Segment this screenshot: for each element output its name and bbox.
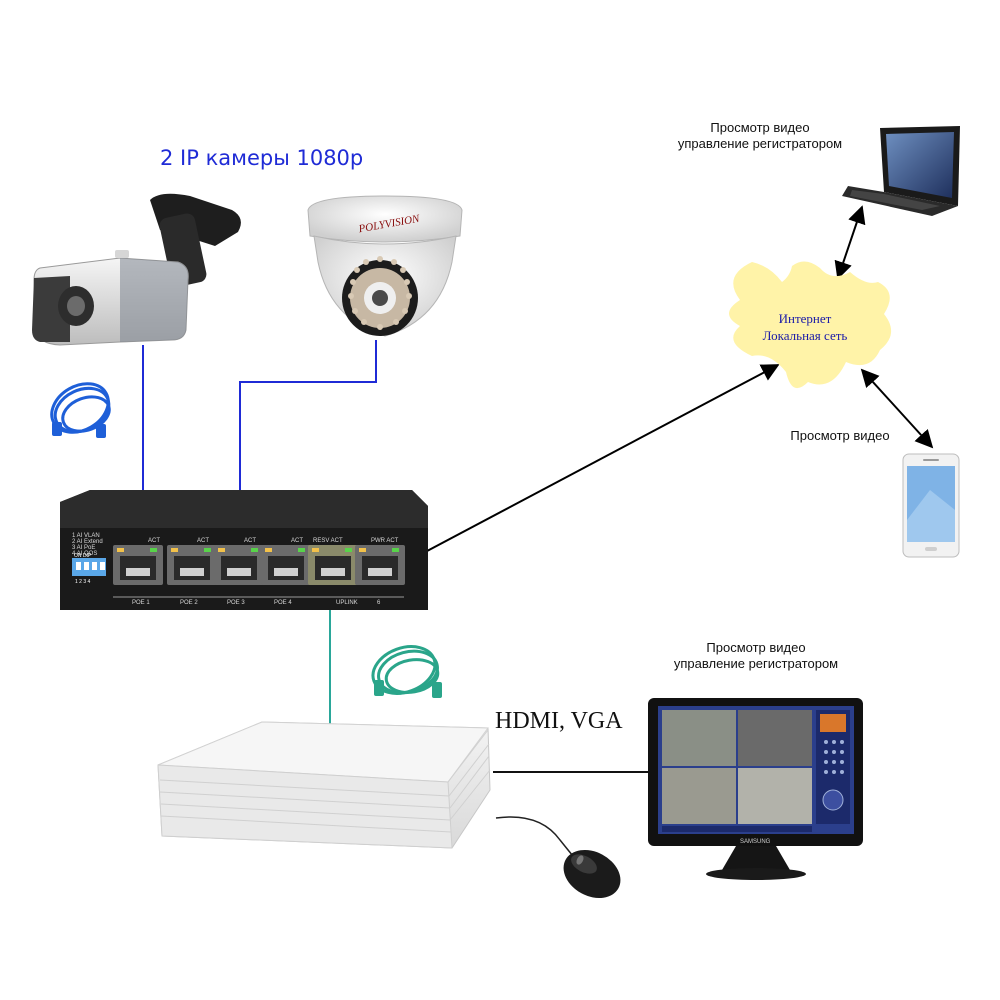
poe-switch-icon xyxy=(60,490,428,610)
port-bottom-label-5: UPLINK xyxy=(336,600,358,606)
patch-cable-icon-blue xyxy=(50,382,111,438)
dip-legend-3: 3 AI PoE xyxy=(72,545,95,551)
dip-legend-4: 4 AI QOS xyxy=(72,551,97,557)
phone-arrow xyxy=(860,368,934,449)
dip-legend-2: 2 AI Extend xyxy=(72,539,103,545)
dip-numbers: 1 2 3 4 xyxy=(75,579,91,585)
laptop-arrow xyxy=(834,205,866,280)
port-bottom-label-1: POE 1 xyxy=(132,600,150,606)
cloud-label: Интернет Локальная сеть xyxy=(735,310,875,344)
smartphone-icon xyxy=(902,453,960,558)
laptop-caption-line2: управление регистратором xyxy=(677,136,843,151)
bullet-camera-icon xyxy=(32,193,241,346)
mouse-icon xyxy=(495,816,621,898)
monitor-caption: Просмотр видео управление регистратором xyxy=(656,640,856,672)
port-top-label-4: ACT xyxy=(291,538,303,544)
monitor-caption-line1: Просмотр видео xyxy=(706,640,806,655)
dome-camera-icon xyxy=(307,195,463,337)
port-top-label-1: ACT xyxy=(148,538,160,544)
laptop-caption-line1: Просмотр видео xyxy=(710,120,810,135)
port-top-label-5: RESV ACT xyxy=(313,538,343,544)
phone-caption: Просмотр видео xyxy=(790,428,890,443)
camera-cable-2 xyxy=(239,340,377,555)
dip-legend-1: 1 AI VLAN xyxy=(72,533,100,539)
cloud-label-line2: Локальная сеть xyxy=(762,328,848,343)
uplink-arrow xyxy=(394,364,780,569)
monitor-caption-line2: управление регистратором xyxy=(673,656,839,671)
cloud-icon xyxy=(729,261,892,389)
laptop-caption: Просмотр видео управление регистратором xyxy=(660,120,860,152)
laptop-icon xyxy=(842,126,960,216)
port-bottom-label-3: POE 3 xyxy=(227,600,245,606)
monitor-icon xyxy=(648,698,863,880)
hdmi-vga-label: HDMI, VGA xyxy=(495,708,623,734)
patch-cable-icon-green xyxy=(371,645,442,698)
cloud-label-line1: Интернет xyxy=(778,311,832,326)
monitor-brand-label: SAMSUNG xyxy=(740,839,771,845)
nvr-icon xyxy=(157,721,491,849)
diagram-title: 2 IP камеры 1080p xyxy=(160,146,364,170)
port-bottom-label-4: POE 4 xyxy=(274,600,292,606)
port-top-label-2: ACT xyxy=(197,538,209,544)
port-top-label-6: PWR ACT xyxy=(371,538,399,544)
dip-header: ON DIP xyxy=(74,553,92,559)
port-top-label-3: ACT xyxy=(244,538,256,544)
port-bottom-label-6: 6 xyxy=(377,600,381,606)
port-bottom-label-2: POE 2 xyxy=(180,600,198,606)
